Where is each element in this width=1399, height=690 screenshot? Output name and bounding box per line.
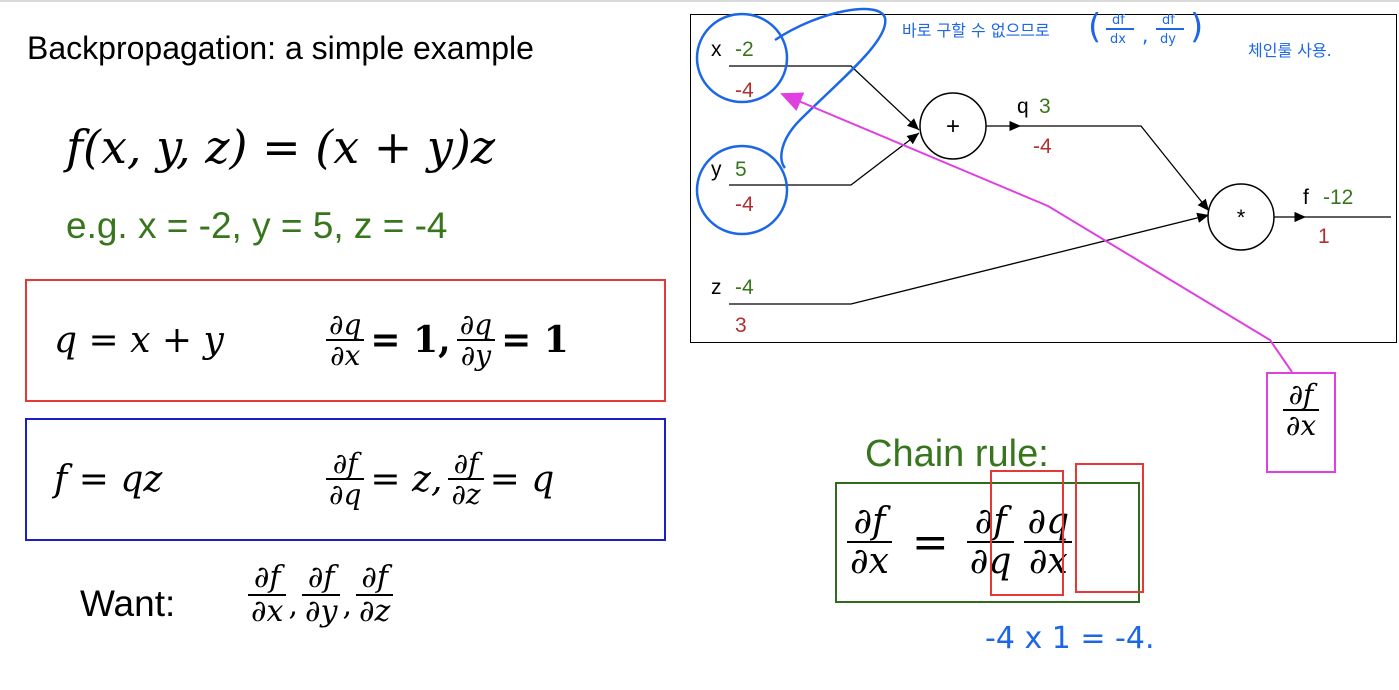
frac-denominator: ∂x [1028,541,1068,582]
graph-svg: x -2 -4 y 5 -4 z -4 3 + q 3 -4 * f -12 1 [711,38,1391,337]
example-values: e.g. x = -2, y = 5, z = -4 [66,205,448,246]
dq-dx-highlight-box [1075,463,1144,593]
f-value: -12 [1323,186,1353,209]
df-dq-highlight-box [990,470,1064,596]
frac-numerator: ∂f [248,562,287,596]
y-value: 5 [735,158,747,181]
df-dz-fraction: ∂f ∂z [448,448,484,511]
q-gradient: -4 [1033,135,1052,158]
x-gradient: -4 [735,79,754,102]
frac-numerator: ∂f [326,448,365,480]
z-gradient: 3 [735,314,747,337]
df-dx-target-box: ∂f ∂x [1266,372,1336,473]
multiply-node-label: * [1237,205,1246,230]
df-dq-value: = z, [370,458,443,500]
q-equation: q = x + y [54,319,224,361]
want-fractions: ∂f ∂x , ∂f ∂y , ∂f ∂z [248,562,394,629]
x-edge [729,65,920,131]
chain-rule-label: Chain rule: [865,433,1049,475]
want-label: Want: [80,583,176,624]
chain-equals: = [911,516,949,568]
computational-graph: x -2 -4 y 5 -4 z -4 3 + q 3 -4 * f -12 1 [690,14,1397,343]
dq-dx-fraction: ∂q ∂x [326,309,365,372]
f-derivative-box: f = qz ∂f ∂q = z, ∂f ∂z = q [25,418,666,541]
df-dy-fraction: ∂f ∂y [301,562,341,629]
frac-numerator: ∂f [448,448,484,480]
frac-denominator: ∂y [304,593,338,629]
df-dx-target-fraction: ∂f ∂x [1282,380,1320,443]
frac-numerator: ∂q [456,309,496,341]
y-gradient: -4 [735,193,754,216]
frac-denominator: ∂q [329,478,362,511]
plus-node-label: + [946,113,960,140]
x-value: -2 [735,38,754,61]
f-label: f [1303,186,1309,209]
chain-lhs-fraction: ∂f ∂x [847,503,892,581]
df-dx-fraction: ∂f ∂x [248,562,287,629]
f-gradient: 1 [1318,225,1330,248]
q-label: q [1017,95,1029,118]
q-value: 3 [1039,95,1051,118]
df-dz-value: = q [489,458,555,500]
q-derivative-box: q = x + y ∂q ∂x = 1, ∂q ∂y = 1 [25,279,666,402]
df-dq-fraction: ∂f ∂q [326,448,365,511]
frac-numerator: ∂f [356,562,394,596]
frac-numerator: ∂f [1282,380,1320,412]
y-label: y [711,158,722,181]
function-equation: f(x, y, z) = (x + y)z [66,120,496,174]
frac-denominator: ∂x [251,593,284,629]
frac-numerator: ∂f [847,503,892,543]
separator: , [288,588,298,623]
frac-numerator: ∂q [326,309,365,341]
frac-denominator: ∂z [359,593,391,629]
top-divider [0,0,1399,2]
slide-title: Backpropagation: a simple example [27,30,534,66]
separator: , [342,588,352,623]
z-edge [729,212,1210,305]
frac-denominator: ∂z [451,478,481,511]
dq-dx-value: = 1, [370,319,451,361]
dq-dy-value: = 1 [501,319,569,361]
frac-numerator: ∂f [301,562,341,596]
z-label: z [711,276,722,299]
handwritten-calculation: -4 x 1 = -4. [985,621,1154,656]
frac-denominator: ∂x [850,541,889,582]
frac-denominator: ∂x [1285,409,1317,443]
x-label: x [711,38,722,61]
frac-denominator: ∂y [460,339,492,372]
dq-dy-fraction: ∂q ∂y [456,309,496,372]
df-dz-fraction: ∂f ∂z [356,562,394,629]
f-equation: f = qz [54,458,163,500]
y-edge [729,132,920,186]
frac-denominator: ∂x [330,339,361,372]
z-value: -4 [735,276,754,299]
